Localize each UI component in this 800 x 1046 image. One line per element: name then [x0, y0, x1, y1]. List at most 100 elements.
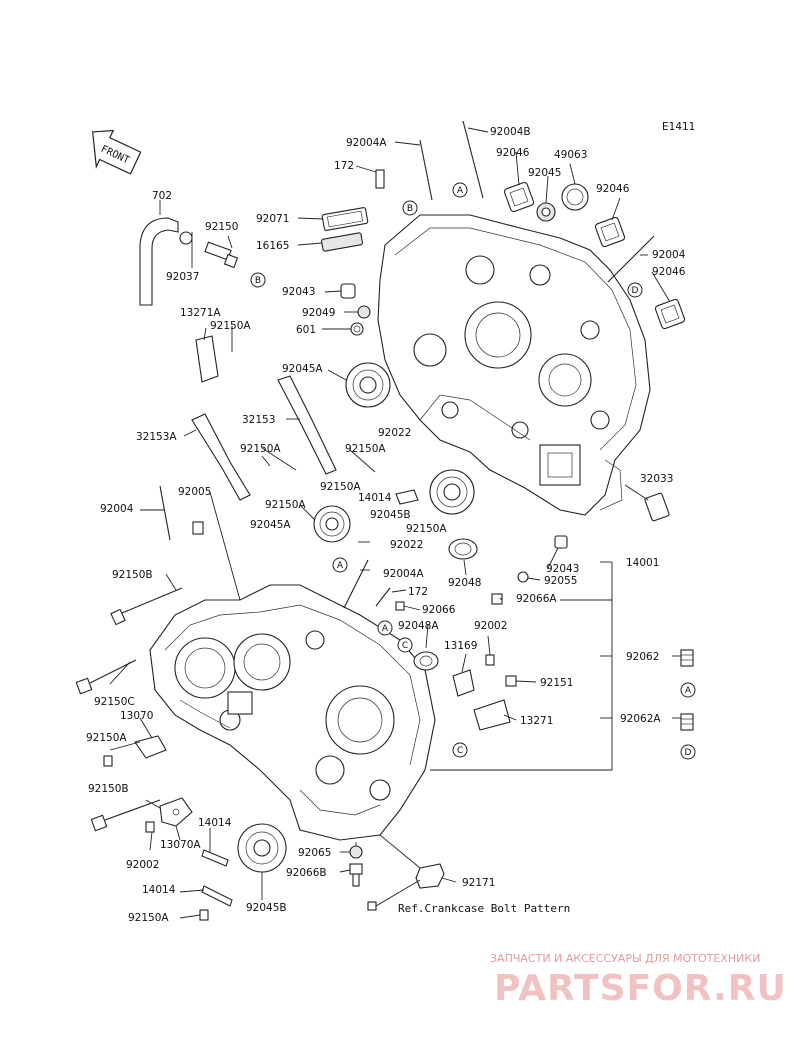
part-label-92045A: 92045A — [282, 363, 323, 375]
ref-marker-label: A — [457, 186, 464, 196]
part-label-14014: 14014 — [142, 884, 176, 896]
part-label-14001: 14001 — [626, 557, 659, 569]
part-label-92065: 92065 — [298, 847, 331, 859]
part-label-92150A: 92150A — [240, 443, 281, 455]
ref-marker-B: B — [250, 272, 266, 288]
part-label-92066: 92066 — [422, 604, 456, 616]
part-label-92002: 92002 — [126, 859, 159, 871]
plate-13169 — [452, 669, 475, 697]
part-label-16165: 16165 — [256, 240, 289, 252]
part-label-92045A: 92045A — [250, 519, 291, 531]
part-label-14014: 14014 — [198, 817, 232, 829]
ref-marker-A: A — [680, 682, 696, 698]
front-arrow-icon: FRONT — [92, 129, 142, 175]
seal-92048 — [448, 538, 478, 560]
part-label-32033: 32033 — [640, 473, 673, 485]
ref-marker-label: A — [382, 624, 389, 634]
seal-92065 — [349, 845, 363, 859]
plug-92066B — [349, 863, 363, 887]
part-label-92071: 92071 — [256, 213, 289, 225]
part-label-13070A: 13070A — [160, 839, 201, 851]
bolt-92150A-4 — [199, 909, 209, 921]
part-label-49063: 49063 — [554, 149, 587, 161]
part-label-13271A: 13271A — [180, 307, 221, 319]
bolt-92066 — [395, 601, 405, 611]
part-label-92150C: 92150C — [94, 696, 135, 708]
part-label-92150A: 92150A — [345, 443, 386, 455]
bearing-92046-3 — [654, 298, 686, 330]
ref-marker-label: C — [457, 746, 463, 756]
part-label-92150B: 92150B — [112, 569, 153, 581]
ref-marker-D: D — [627, 282, 643, 298]
leader-lines — [109, 127, 681, 919]
part-label-92062A: 92062A — [620, 713, 661, 725]
plug-92062 — [680, 649, 694, 667]
seal-92049 — [357, 305, 371, 319]
bolt-172-mid — [375, 587, 391, 607]
part-label-92150B: 92150B — [88, 783, 129, 795]
bracket-14014-3 — [395, 489, 419, 505]
ref-markers: A B B D A A C C A D — [250, 182, 696, 760]
watermark-tagline: ЗАПЧАСТИ И АКСЕССУАРЫ ДЛЯ МОТОТЕХНИКИ — [490, 952, 760, 965]
part-label-92004: 92004 — [100, 503, 134, 515]
part-label-92002: 92002 — [474, 620, 507, 632]
watermark-brand: PARTSFOR.RU — [494, 968, 787, 1009]
part-label-92004: 92004 — [652, 249, 686, 261]
clamp-92171 — [415, 863, 445, 889]
nut-92066A — [491, 593, 503, 605]
ref-marker-A: A — [377, 620, 393, 636]
part-labels: 702 92150 92037 13271A 92150A 32153A 921… — [86, 126, 686, 924]
pipe-32153A — [191, 413, 251, 501]
stud-92004A-top — [419, 139, 433, 201]
part-label-92049: 92049 — [302, 307, 335, 319]
ref-marker-C: C — [397, 637, 413, 653]
bearing-92045B-bottom — [237, 823, 287, 873]
ref-marker-label: B — [255, 276, 261, 286]
part-label-92004A: 92004A — [346, 137, 387, 149]
part-label-92022: 92022 — [378, 427, 411, 439]
part-label-92046: 92046 — [496, 147, 530, 159]
pipe-32153 — [277, 375, 337, 475]
ref-marker-label: A — [685, 686, 692, 696]
bolt-92150B-upper — [110, 587, 183, 626]
bolt-92150A-3 — [103, 755, 113, 767]
part-label-92048: 92048 — [448, 577, 481, 589]
ref-marker-A: A — [452, 182, 468, 198]
part-label-13070: 13070 — [120, 710, 153, 722]
part-label-13271: 13271 — [520, 715, 553, 727]
plate-13271A — [195, 335, 219, 383]
stud-92004-left — [159, 485, 171, 541]
bolt-172-top — [375, 169, 385, 189]
ref-marker-C: C — [452, 742, 468, 758]
bolt-92151 — [505, 675, 517, 687]
bearing-92046-1 — [503, 181, 535, 213]
part-label-92171: 92171 — [462, 877, 495, 889]
part-label-92046: 92046 — [596, 183, 630, 195]
part-label-92150: 92150 — [205, 221, 238, 233]
part-label-92005: 92005 — [178, 486, 211, 498]
seal-92045-top — [536, 202, 556, 222]
bearing-92045A-upper — [345, 362, 391, 408]
breather-32033 — [644, 492, 670, 522]
part-label-702: 702 — [152, 190, 172, 202]
ref-marker-label: A — [337, 561, 344, 571]
part-label-92048A: 92048A — [398, 620, 439, 632]
clip-92037 — [179, 231, 193, 245]
plate-13070A — [159, 797, 193, 827]
part-label-92022: 92022 — [390, 539, 423, 551]
lower-crankcase — [149, 584, 436, 841]
plate-16165 — [321, 232, 363, 252]
part-label-92150A: 92150A — [265, 499, 306, 511]
part-label-172: 172 — [334, 160, 354, 172]
ref-marker-B: B — [402, 200, 418, 216]
bracket-14014-1 — [201, 849, 229, 867]
oring-601 — [350, 322, 364, 336]
part-label-92046: 92046 — [652, 266, 686, 278]
bearing-92046-2 — [594, 216, 626, 248]
bolt-92150B-lower — [90, 799, 161, 832]
plug-92062A — [680, 713, 694, 731]
bearing-92045A-lower — [313, 505, 351, 543]
bearing-49063 — [561, 183, 589, 211]
part-label-92066A: 92066A — [516, 593, 557, 605]
